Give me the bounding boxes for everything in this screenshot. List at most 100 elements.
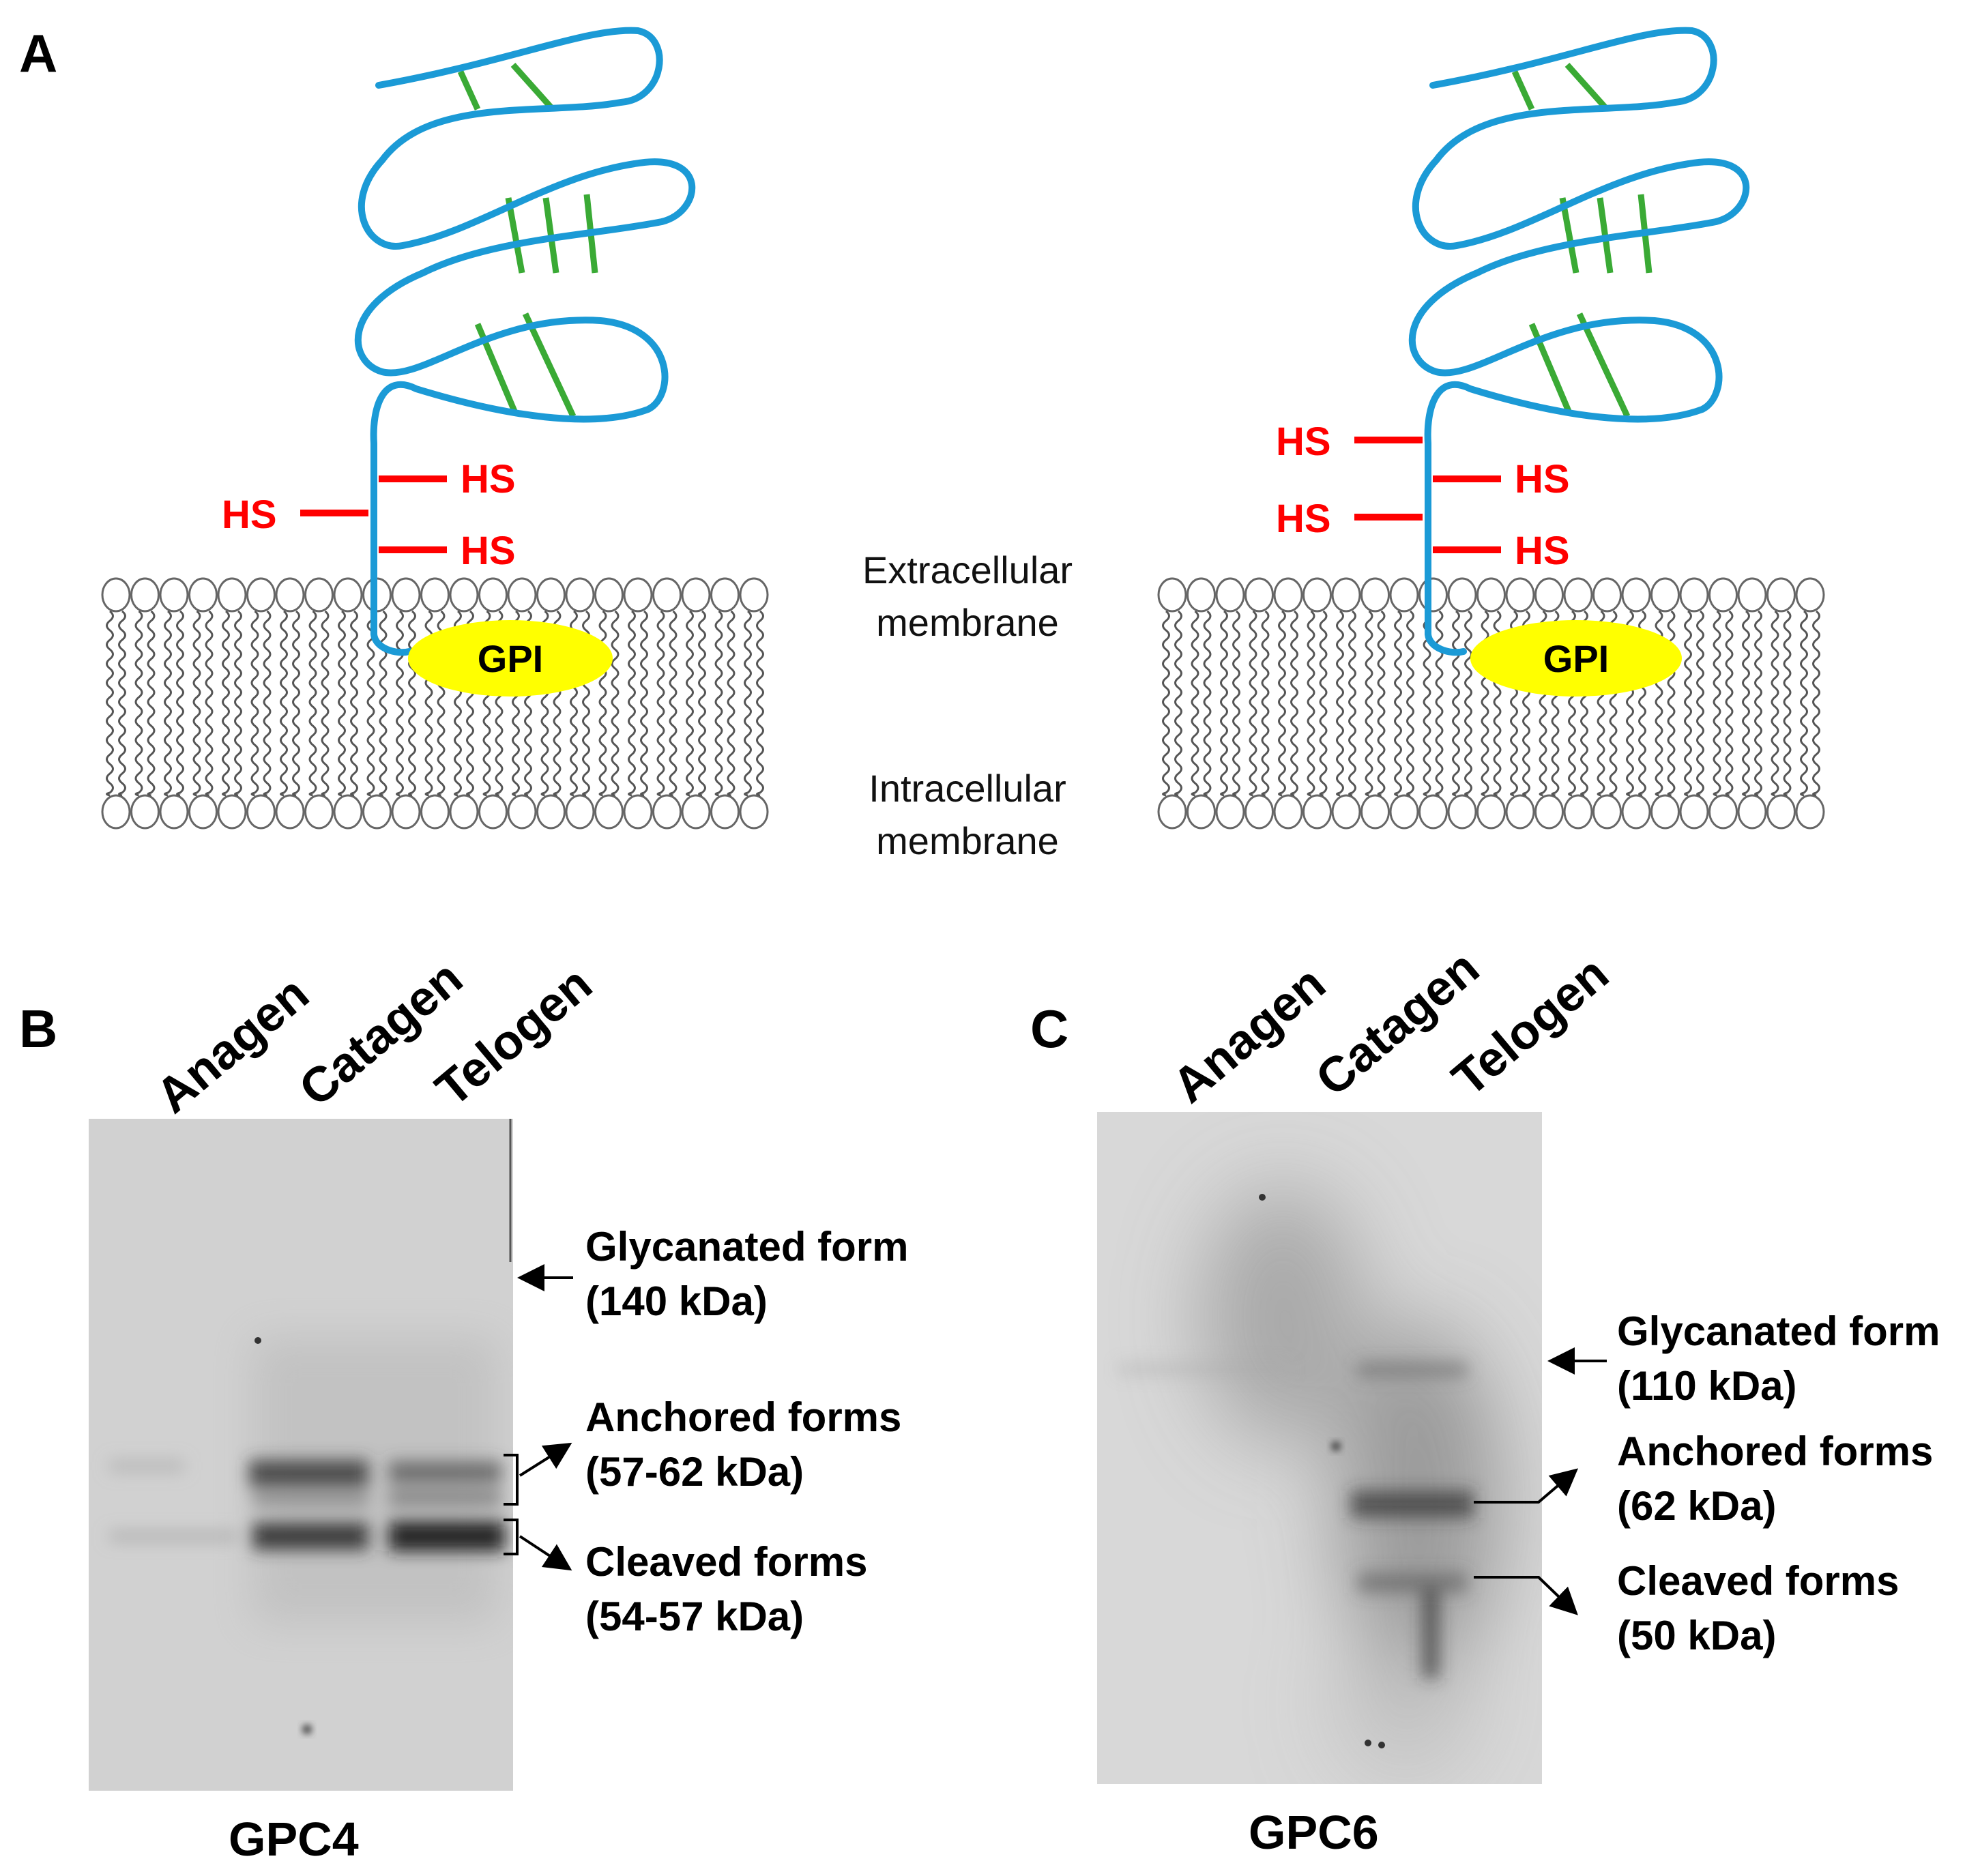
lipid-head bbox=[1768, 795, 1795, 828]
cleaved-forms-size: (54-57 kDa) bbox=[585, 1594, 804, 1639]
lipid-tail bbox=[1204, 611, 1210, 795]
lipid-head bbox=[624, 578, 652, 611]
lipid-head bbox=[1246, 795, 1273, 828]
lipid-head bbox=[1680, 578, 1708, 611]
hs-label: HS bbox=[1515, 529, 1570, 573]
cleaved-forms-label: Cleaved forms bbox=[585, 1539, 868, 1585]
lipid-tail bbox=[1743, 611, 1749, 795]
western-blot-gpc6 bbox=[1097, 1112, 1542, 1787]
lipid-tail bbox=[281, 611, 287, 795]
lipid-head bbox=[1738, 795, 1766, 828]
lipid-head bbox=[1594, 578, 1621, 611]
lipid-tail bbox=[1668, 611, 1674, 795]
lipid-head bbox=[450, 795, 478, 828]
lipid-tail bbox=[1192, 611, 1198, 795]
hs-label: HS bbox=[1515, 457, 1570, 501]
intracellular-label: membrane bbox=[876, 819, 1059, 862]
lipid-tail bbox=[1378, 611, 1384, 795]
lipid-head bbox=[1362, 795, 1389, 828]
lane-label-anagen: Anagen bbox=[146, 966, 319, 1124]
lipid-head bbox=[1420, 795, 1447, 828]
lipid-head bbox=[1391, 578, 1418, 611]
lipid-head bbox=[1448, 578, 1476, 611]
lipid-tail bbox=[658, 611, 664, 795]
lipid-head bbox=[218, 578, 246, 611]
lipid-head bbox=[1420, 578, 1447, 611]
lipid-tail bbox=[252, 611, 258, 795]
lipid-head bbox=[1536, 578, 1563, 611]
lipid-head bbox=[422, 578, 449, 611]
lipid-tail bbox=[629, 611, 635, 795]
lipid-tail bbox=[1163, 611, 1169, 795]
lipid-head bbox=[1768, 578, 1795, 611]
lipid-head bbox=[1362, 578, 1389, 611]
hs-label: HS bbox=[222, 493, 277, 537]
lipid-tail bbox=[1395, 611, 1401, 795]
anchored-forms-size: (62 kDa) bbox=[1617, 1483, 1776, 1529]
lipid-head bbox=[1275, 795, 1302, 828]
lipid-head bbox=[1622, 795, 1650, 828]
lipid-head bbox=[1304, 795, 1331, 828]
panel-c-letter: C bbox=[1030, 999, 1068, 1059]
lipid-tail bbox=[206, 611, 212, 795]
lipid-tail bbox=[380, 611, 386, 795]
panel-b: B Anagen Catagen Telogen bbox=[19, 950, 908, 1866]
lipid-tail bbox=[165, 611, 171, 795]
lipid-head bbox=[712, 795, 739, 828]
lipid-tail bbox=[1756, 611, 1762, 795]
lipid-head bbox=[1333, 578, 1360, 611]
lipid-head bbox=[160, 795, 188, 828]
anchored-forms-size: (57-62 kDa) bbox=[585, 1449, 804, 1495]
blot-speck bbox=[1378, 1742, 1385, 1748]
lipid-tail bbox=[716, 611, 722, 795]
lipid-head bbox=[1564, 795, 1592, 828]
lipid-head bbox=[1680, 795, 1708, 828]
lipid-tail bbox=[745, 611, 751, 795]
lipid-bilayer-right bbox=[1159, 578, 1824, 828]
lipid-tail bbox=[409, 611, 416, 795]
lipid-bilayer-left bbox=[102, 578, 768, 828]
lipid-head bbox=[712, 578, 739, 611]
lipid-head bbox=[1217, 578, 1244, 611]
lipid-tail bbox=[1337, 611, 1343, 795]
blot-speck bbox=[254, 1337, 261, 1344]
lipid-tail bbox=[670, 611, 676, 795]
panel-a: A HS HS bbox=[19, 23, 1824, 862]
lipid-tail bbox=[119, 611, 126, 795]
lipid-head bbox=[102, 578, 130, 611]
lipid-head bbox=[538, 578, 565, 611]
lipid-head bbox=[1275, 578, 1302, 611]
extracellular-label: Extracellular bbox=[862, 548, 1073, 591]
lipid-head bbox=[160, 578, 188, 611]
lipid-tail bbox=[1234, 611, 1240, 795]
lipid-tail bbox=[1466, 611, 1472, 795]
lipid-tail bbox=[1714, 611, 1720, 795]
lipid-tail bbox=[687, 611, 693, 795]
lipid-tail bbox=[194, 611, 200, 795]
lane-labels-b: Anagen Catagen Telogen bbox=[146, 950, 602, 1124]
lipid-head bbox=[392, 795, 420, 828]
lipid-head bbox=[306, 795, 333, 828]
lipid-head bbox=[422, 795, 449, 828]
lipid-head bbox=[1506, 795, 1534, 828]
lipid-head bbox=[132, 795, 159, 828]
lipid-tail bbox=[1292, 611, 1298, 795]
lipid-tail bbox=[1685, 611, 1691, 795]
band-labels-b: Glycanated form (140 kDa) Anchored forms… bbox=[585, 1224, 908, 1639]
lipid-head bbox=[1159, 795, 1186, 828]
anchored-forms-label: Anchored forms bbox=[1617, 1428, 1933, 1474]
lipid-head bbox=[682, 795, 710, 828]
lipid-head bbox=[218, 795, 246, 828]
lipid-tail bbox=[699, 611, 705, 795]
lipid-head bbox=[508, 795, 536, 828]
lipid-tail bbox=[1350, 611, 1356, 795]
blot-speck bbox=[1259, 1194, 1266, 1201]
lipid-tail bbox=[1453, 611, 1459, 795]
panel-c: C Anagen Catagen Telogen bbox=[1030, 940, 1940, 1859]
lipid-head bbox=[1448, 795, 1476, 828]
lipid-tail bbox=[136, 611, 142, 795]
core-protein-left bbox=[358, 31, 692, 653]
lipid-head bbox=[1246, 578, 1273, 611]
lipid-tail bbox=[1279, 611, 1285, 795]
